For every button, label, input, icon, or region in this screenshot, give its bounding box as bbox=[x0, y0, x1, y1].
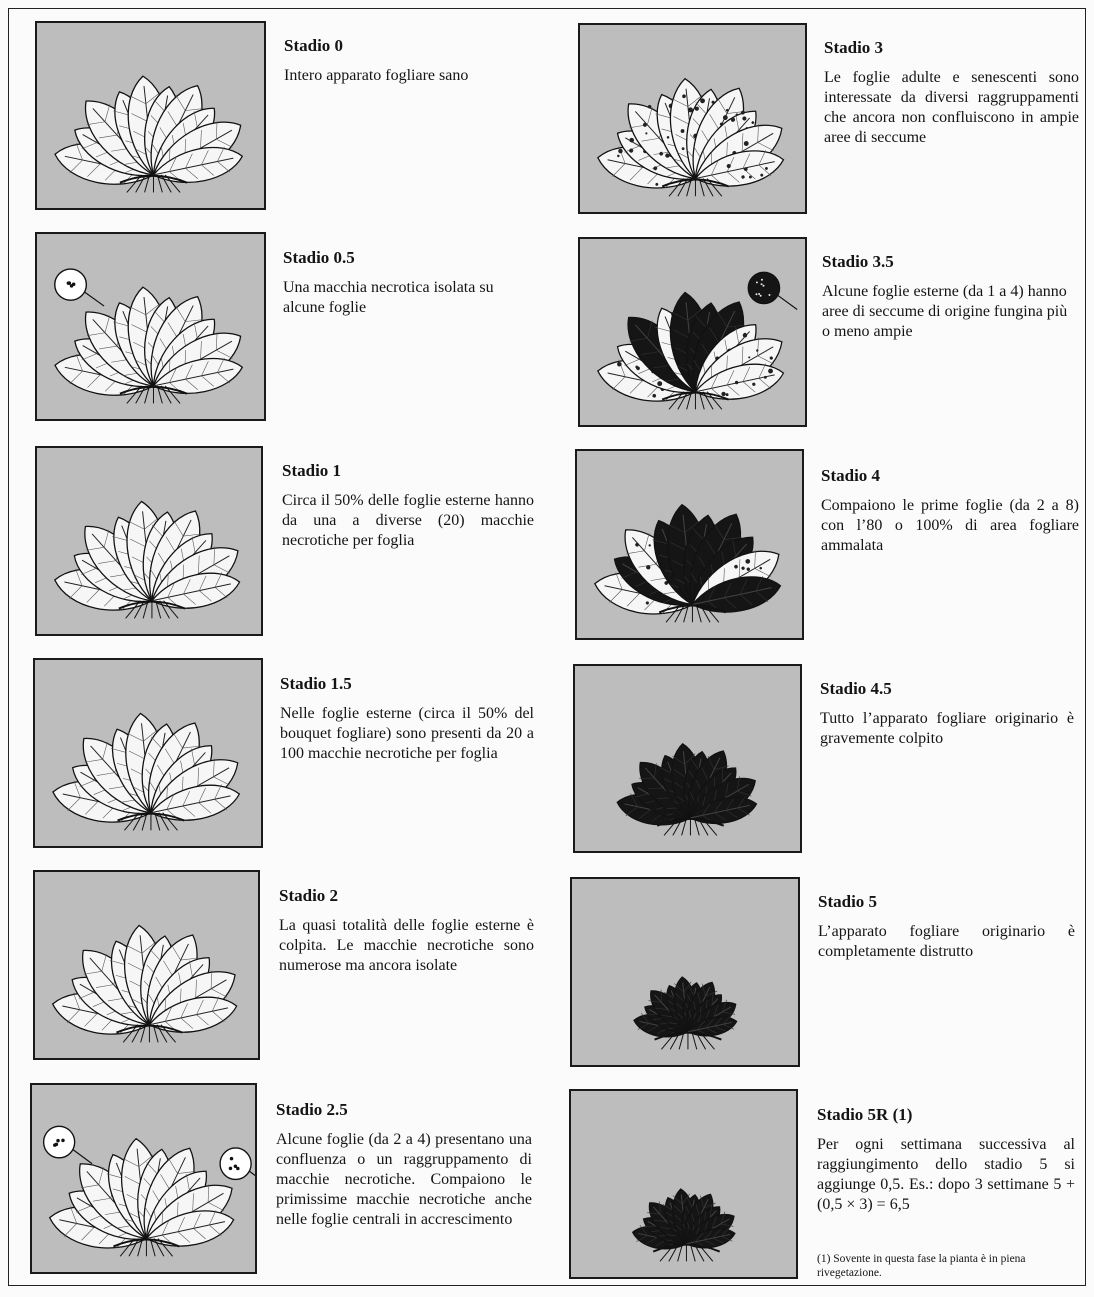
stage-title: Stadio 3 bbox=[824, 38, 1079, 58]
stage-title: Stadio 1 bbox=[282, 461, 534, 481]
plant-drawing bbox=[49, 923, 245, 1043]
plant-drawing bbox=[591, 503, 789, 624]
stage-description: Stadio 1.5 Nelle foglie esterne (circa i… bbox=[280, 674, 534, 764]
stage-description: Stadio 4 Compaiono le prime foglie (da 2… bbox=[821, 466, 1079, 556]
stage-description: Stadio 3.5 Alcune foglie esterne (da 1 a… bbox=[822, 252, 1079, 342]
plant-drawing bbox=[594, 77, 792, 198]
stage-text: Una macchia necrotica isolata su alcune … bbox=[283, 278, 536, 318]
footnote: (1) Sovente in questa fase la pianta è i… bbox=[817, 1252, 1079, 1280]
plant-drawing bbox=[51, 74, 250, 193]
stage-illustration bbox=[578, 237, 807, 427]
stage-text: Circa il 50% delle foglie esterne hanno … bbox=[282, 491, 534, 551]
stage-description: Stadio 0.5 Una macchia necrotica isolata… bbox=[283, 248, 536, 318]
stage-description: Stadio 3 Le foglie adulte e senescenti s… bbox=[824, 38, 1079, 148]
magnified-leaf-inset bbox=[55, 269, 104, 306]
stage-illustration bbox=[30, 1083, 257, 1274]
magnified-leaf-inset bbox=[748, 272, 797, 309]
stage-description: Stadio 0 Intero apparato fogliare sano bbox=[284, 36, 536, 86]
stage-text: Le foglie adulte e senescenti sono inter… bbox=[824, 68, 1079, 148]
stage-title: Stadio 5R (1) bbox=[817, 1105, 1075, 1125]
magnified-leaf-inset bbox=[220, 1148, 255, 1185]
stage-illustration bbox=[33, 658, 263, 848]
stage-text: L’apparato fogliare originario è complet… bbox=[818, 922, 1075, 962]
stage-title: Stadio 4.5 bbox=[820, 679, 1074, 699]
plant-drawing bbox=[631, 1188, 740, 1261]
stage-title: Stadio 1.5 bbox=[280, 674, 534, 694]
stage-illustration bbox=[35, 232, 266, 421]
stage-text: Intero apparato fogliare sano bbox=[284, 66, 536, 86]
stage-description: Stadio 4.5 Tutto l’apparato fogliare ori… bbox=[820, 679, 1074, 749]
plant-drawing bbox=[51, 285, 250, 404]
stage-description: Stadio 1 Circa il 50% delle foglie ester… bbox=[282, 461, 534, 551]
stage-text: Compaiono le prime foglie (da 2 a 8) con… bbox=[821, 496, 1079, 556]
stage-text: Alcune foglie (da 2 a 4) presentano una … bbox=[276, 1130, 532, 1230]
stage-illustration bbox=[570, 877, 800, 1067]
stage-illustration bbox=[33, 870, 260, 1060]
stage-illustration bbox=[575, 449, 804, 640]
plant-drawing bbox=[594, 290, 792, 410]
stage-title: Stadio 2 bbox=[279, 886, 534, 906]
stage-title: Stadio 2.5 bbox=[276, 1100, 532, 1120]
stage-illustration bbox=[573, 664, 802, 853]
stage-illustration bbox=[569, 1089, 798, 1279]
stage-text: Nelle foglie esterne (circa il 50% del b… bbox=[280, 704, 534, 764]
stage-illustration bbox=[35, 446, 263, 636]
stage-title: Stadio 0 bbox=[284, 36, 536, 56]
stage-title: Stadio 5 bbox=[818, 892, 1075, 912]
stage-description: Stadio 5 L’apparato fogliare originario … bbox=[818, 892, 1075, 962]
plant-drawing bbox=[51, 499, 248, 619]
stage-description: Stadio 2 La quasi totalità delle foglie … bbox=[279, 886, 534, 976]
stage-text: Per ogni settimana successiva al raggiun… bbox=[817, 1135, 1075, 1215]
stage-description: Stadio 5R (1) Per ogni settimana success… bbox=[817, 1105, 1075, 1215]
stage-text: Alcune foglie esterne (da 1 a 4) hanno a… bbox=[822, 282, 1079, 342]
plant-drawing bbox=[46, 1137, 242, 1258]
stage-illustration bbox=[35, 21, 266, 210]
stage-title: Stadio 3.5 bbox=[822, 252, 1079, 272]
stage-text: La quasi totalità delle foglie esterne è… bbox=[279, 916, 534, 976]
stage-description: Stadio 2.5 Alcune foglie (da 2 a 4) pres… bbox=[276, 1100, 532, 1230]
magnified-leaf-inset bbox=[44, 1126, 92, 1163]
stage-illustration bbox=[578, 23, 807, 214]
stage-title: Stadio 0.5 bbox=[283, 248, 536, 268]
stage-title: Stadio 4 bbox=[821, 466, 1079, 486]
stage-text: Tutto l’apparato fogliare originario è g… bbox=[820, 709, 1074, 749]
plant-drawing bbox=[49, 711, 247, 831]
plant-drawing bbox=[632, 976, 741, 1049]
plant-drawing bbox=[614, 742, 762, 835]
